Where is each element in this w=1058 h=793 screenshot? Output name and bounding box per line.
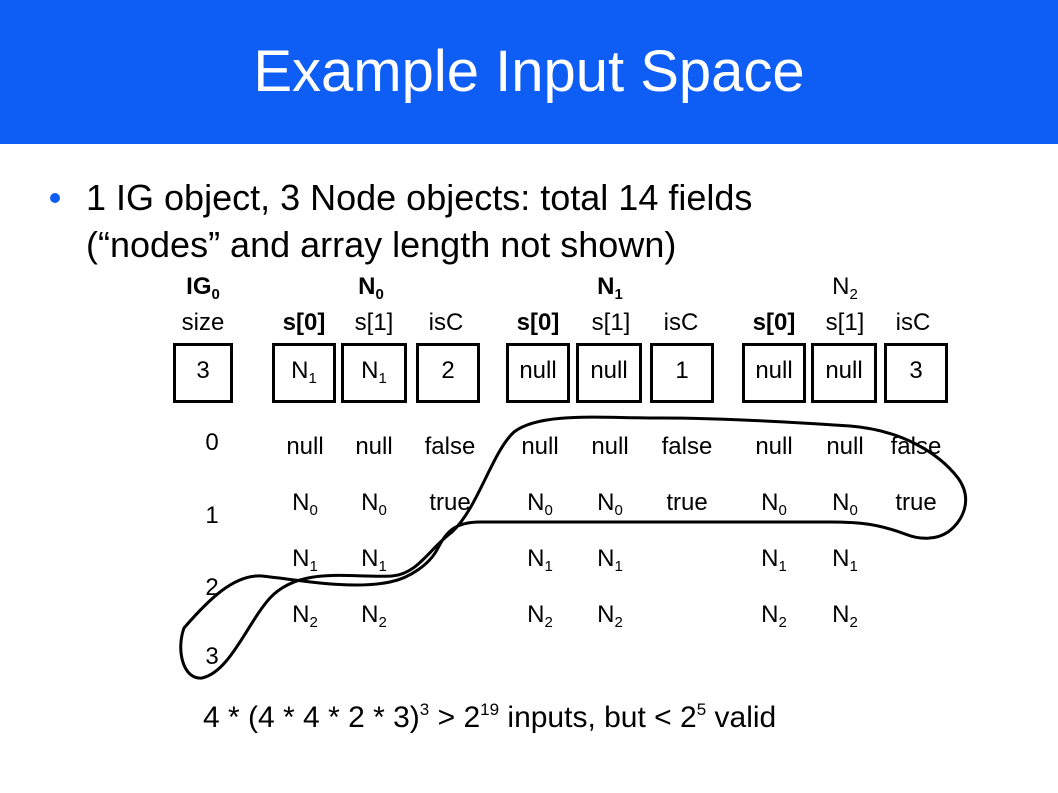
node-choice-null: null bbox=[355, 433, 393, 460]
node-choice-n0: N0 bbox=[292, 489, 318, 519]
box-value-size: 3 bbox=[196, 357, 210, 384]
object-header-n2: N2 bbox=[832, 273, 858, 303]
size-choice: 1 bbox=[205, 502, 219, 529]
title-banner bbox=[0, 0, 1058, 144]
field-box-size bbox=[173, 343, 233, 403]
bullet-text-line2: (“nodes” and array length not shown) bbox=[86, 224, 677, 265]
count-formula: 4 * (4 * 4 * 2 * 3)3 > 219 inputs, but <… bbox=[203, 700, 777, 734]
slide-title: Example Input Space bbox=[253, 39, 805, 104]
node-choice-n2: N2 bbox=[527, 601, 553, 631]
size-choice: 0 bbox=[205, 429, 219, 456]
field-header-n2-s1: s[1] bbox=[825, 309, 865, 336]
field-header-n2-s0: s[0] bbox=[752, 309, 796, 336]
node-choice-null: null bbox=[521, 433, 559, 460]
node-choice-n2: N2 bbox=[832, 601, 858, 631]
box-value-n0-s0: N1 bbox=[291, 357, 317, 387]
field-box-n1-s0 bbox=[506, 343, 570, 403]
field-header-n2-isc: isC bbox=[895, 309, 931, 336]
field-header-n1-s1: s[1] bbox=[591, 309, 631, 336]
field-box-n1-isc bbox=[650, 343, 714, 403]
field-header-n0-isc: isC bbox=[428, 309, 464, 336]
box-value-n0-s1: N1 bbox=[361, 357, 387, 387]
field-box-n1-s1 bbox=[576, 343, 642, 403]
node-choice-n2: N2 bbox=[292, 601, 318, 631]
object-header-n0: N0 bbox=[358, 273, 384, 303]
field-header-n0-s0: s[0] bbox=[282, 309, 326, 336]
box-value-n2-s1: null bbox=[825, 357, 863, 384]
bool-choice-true: true bbox=[666, 489, 708, 516]
field-header-n1-isc: isC bbox=[663, 309, 699, 336]
node-choice-n2: N2 bbox=[761, 601, 787, 631]
bool-choice-true: true bbox=[895, 489, 937, 516]
node-choice-n1: N1 bbox=[527, 545, 553, 575]
field-box-n0-isc bbox=[416, 343, 480, 403]
node-choice-n0: N0 bbox=[597, 489, 623, 519]
box-value-n1-s1: null bbox=[590, 357, 628, 384]
node-choice-n2: N2 bbox=[597, 601, 623, 631]
box-value-n2-s0: null bbox=[755, 357, 793, 384]
field-box-n2-s1 bbox=[811, 343, 877, 403]
node-choice-null: null bbox=[826, 433, 864, 460]
field-box-n2-isc bbox=[884, 343, 948, 403]
box-value-n0-isc: 2 bbox=[441, 357, 455, 384]
node-choice-n0: N0 bbox=[361, 489, 387, 519]
box-value-n2-isc: 3 bbox=[909, 357, 923, 384]
field-box-n0-s0 bbox=[272, 343, 336, 403]
size-choice: 3 bbox=[205, 643, 219, 670]
bullet-text-line1: 1 IG object, 3 Node objects: total 14 fi… bbox=[86, 177, 753, 218]
field-box-n2-s0 bbox=[742, 343, 806, 403]
field-header-size: size bbox=[181, 309, 225, 336]
node-choice-null: null bbox=[591, 433, 629, 460]
node-choice-n2: N2 bbox=[361, 601, 387, 631]
box-value-n1-isc: 1 bbox=[675, 357, 689, 384]
node-choice-n1: N1 bbox=[832, 545, 858, 575]
node-choice-null: null bbox=[755, 433, 793, 460]
node-choice-null: null bbox=[286, 433, 324, 460]
bullet-icon bbox=[50, 193, 60, 203]
node-choice-n1: N1 bbox=[761, 545, 787, 575]
node-choice-n1: N1 bbox=[597, 545, 623, 575]
object-header-n1: N1 bbox=[597, 273, 623, 303]
object-header-ig0: IG0 bbox=[186, 273, 220, 303]
box-value-n1-s0: null bbox=[519, 357, 557, 384]
bool-choice-false: false bbox=[661, 433, 713, 460]
bool-choice-false: false bbox=[424, 433, 476, 460]
node-choice-n1: N1 bbox=[292, 545, 318, 575]
node-choice-n0: N0 bbox=[761, 489, 787, 519]
field-header-n1-s0: s[0] bbox=[516, 309, 560, 336]
field-box-n0-s1 bbox=[341, 343, 407, 403]
field-header-n0-s1: s[1] bbox=[354, 309, 394, 336]
node-choice-n1: N1 bbox=[361, 545, 387, 575]
bool-choice-true: true bbox=[429, 489, 471, 516]
node-choice-n0: N0 bbox=[832, 489, 858, 519]
node-choice-n0: N0 bbox=[527, 489, 553, 519]
